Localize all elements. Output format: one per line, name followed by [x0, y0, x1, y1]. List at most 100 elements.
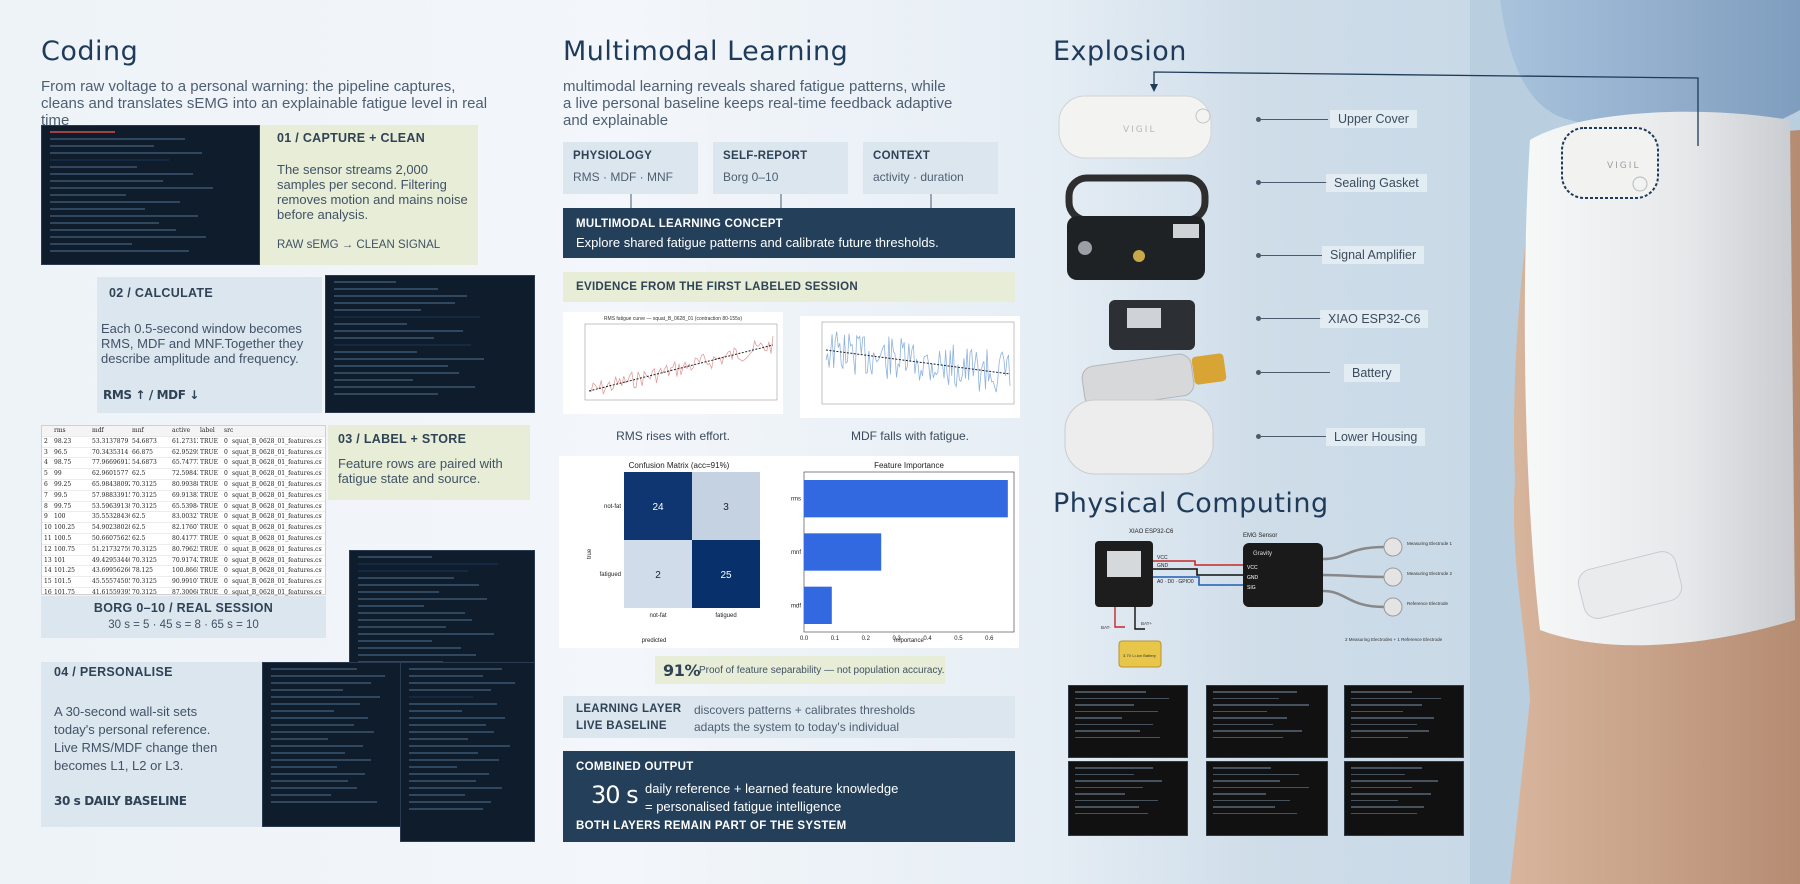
wire-signal: [1153, 576, 1243, 586]
pin-label-right: GND: [1247, 575, 1259, 581]
sheet-cell: TRUE: [200, 491, 218, 499]
cm-y-tick: fatigued: [600, 572, 621, 578]
sheet-cell: 43.69956266: [92, 567, 130, 575]
sheet-header: src: [224, 427, 234, 434]
sheet-header: mdf: [92, 427, 104, 434]
part-label-upper-cover: Upper Cover: [1330, 110, 1417, 128]
sheet-cell: 10: [44, 524, 52, 532]
mdf-chart-svg: [821, 321, 1015, 405]
sheet-cell: 0: [224, 480, 228, 488]
sheet-cell: 45.55574505: [92, 578, 130, 586]
sheet-cell: 65.53984341: [172, 502, 198, 510]
cm-value: 25: [720, 570, 732, 581]
sheet-cell: 70.3435314: [92, 448, 129, 456]
rms-chart-svg: RMS fatigue curve — squat_B_0628_01 (con…: [584, 316, 778, 401]
step-personalise-tag: 30 s DAILY BASELINE: [54, 794, 187, 808]
knee-brace-illustration: VIGIL: [1470, 0, 1800, 884]
sheet-cell: 72.59843513: [172, 470, 198, 478]
brace-sleeve: [1524, 111, 1795, 646]
sheet-cell: TRUE: [200, 524, 218, 532]
sheet-cell: 70.3125: [132, 502, 157, 510]
cm-x-tick: fatigued: [715, 613, 736, 619]
explosion-title: Explosion: [1053, 36, 1187, 67]
cm-cell: [624, 472, 692, 540]
sheet-header-row: rms mdf mnf active label src: [42, 426, 325, 437]
part-sealing-gasket: [1065, 174, 1209, 224]
amplifier-connector: [1173, 224, 1199, 238]
sheet-cell: 3: [44, 448, 48, 456]
cm-ylabel: true: [587, 548, 593, 559]
leader-line: [1260, 119, 1328, 120]
sensor-pod-brand: VIGIL: [1607, 161, 1640, 171]
sheet-cell: squat_B_0628_01_features.csv: [232, 470, 322, 478]
sheet-cell: 12: [44, 545, 52, 553]
sheet-cell: squat_B_0628_01_features.csv: [232, 534, 322, 542]
fi-x-tick: 0.4: [923, 636, 932, 642]
sheet-cell: 96.5: [54, 448, 68, 456]
sheet-cell: 0: [224, 534, 228, 542]
sheet-cell: 53.3137879: [92, 437, 129, 445]
upper-cover-button: [1195, 108, 1211, 124]
part-upper-cover: [1058, 95, 1212, 159]
fi-y-tick: mdf: [791, 603, 801, 609]
fi-xlabel: importance: [894, 638, 924, 644]
sheet-cell: squat_B_0628_01_features.csv: [232, 448, 322, 456]
sheet-cell: 100: [54, 513, 66, 521]
upper-cover-brand: VIGIL: [1123, 125, 1156, 135]
sheet-cell: TRUE: [200, 502, 218, 510]
input-physiology: PHYSIOLOGY RMS · MDF · MNF: [563, 142, 698, 194]
wire-gnd: [1153, 568, 1243, 576]
step-calculate-tag: RMS ↑ / MDF ↓: [103, 388, 199, 402]
sheet-cell: 14: [44, 567, 52, 575]
input-context-head: CONTEXT: [873, 150, 931, 162]
amplifier-pad: [1133, 250, 1145, 262]
sheet-cell: 70.91742209: [172, 556, 198, 564]
step-capture-body: The sensor streams 2,000 samples per sec…: [277, 162, 468, 222]
sheet-cell: 99.5: [54, 491, 68, 499]
output-line2: = personalised fatigue intelligence: [645, 799, 842, 814]
output-foot: BOTH LAYERS REMAIN PART OF THE SYSTEM: [576, 820, 847, 832]
wiring-emg-board: [1243, 543, 1323, 607]
sheet-cell: 99: [54, 470, 62, 478]
sheet-cell: 66.875: [132, 448, 153, 456]
step-capture-tag: RAW sEMG → CLEAN SIGNAL: [277, 239, 441, 251]
mdf-trend-line: [825, 349, 1011, 375]
wiring-battery-label: 3.7V Li-ion Battery: [1123, 653, 1156, 658]
leader-line: [1260, 255, 1322, 256]
battery-pin: BAT-: [1101, 625, 1111, 630]
battery-wire-neg: [1114, 607, 1125, 628]
step-calculate-body: Each 0.5-second window becomes RMS, MDF …: [101, 321, 304, 366]
input-self-report-head: SELF-REPORT: [723, 150, 808, 162]
sheet-cell: 15: [44, 578, 52, 586]
sheet-cell: 70.3125: [132, 578, 157, 586]
sheet-cell: squat_B_0628_01_features.csv: [232, 524, 322, 532]
sheet-cell: 6: [44, 480, 48, 488]
sheet-cell: squat_B_0628_01_features.csv: [232, 588, 322, 596]
wiring-xiao-shield: [1107, 551, 1141, 577]
sheet-cell: 70.3125: [132, 556, 157, 564]
sheet-cell: squat_B_0628_01_features.csv: [232, 480, 322, 488]
step-label-title: 03 / LABEL + STORE: [338, 432, 467, 446]
step-calculate-card: 02 / CALCULATE Each 0.5-second window be…: [97, 277, 322, 413]
fi-x-tick: 0.6: [985, 636, 994, 642]
sheet-cell: squat_B_0628_01_features.csv: [232, 437, 322, 445]
fi-y-tick: mnf: [791, 550, 801, 556]
sheet-cell: 57.98833915: [92, 491, 130, 499]
sheet-row: 12100.7551.2173275970.312580.79625987TRU…: [42, 545, 325, 556]
leader-line: [1260, 318, 1322, 319]
sheet-cell: 54.90238028: [92, 524, 130, 532]
knee-brace-svg: VIGIL: [1470, 0, 1800, 884]
sheet-cell: squat_B_0628_01_features.csv: [232, 556, 322, 564]
physical-title: Physical Computing: [1053, 488, 1329, 519]
sheet-cell: 101.75: [54, 588, 75, 596]
cm-cell: [624, 540, 692, 608]
sheet-cell: 16: [44, 588, 52, 596]
sheet-cell: 99.75: [54, 502, 72, 510]
accuracy-value: 91%: [663, 661, 701, 680]
layer-baseline-name: LIVE BASELINE: [576, 720, 667, 732]
wiring-board-label: XIAO ESP32-C6: [1129, 529, 1174, 535]
serial-thumb: [1206, 761, 1328, 836]
sheet-cell: 101.5: [54, 578, 72, 586]
part-label-battery: Battery: [1344, 364, 1400, 382]
